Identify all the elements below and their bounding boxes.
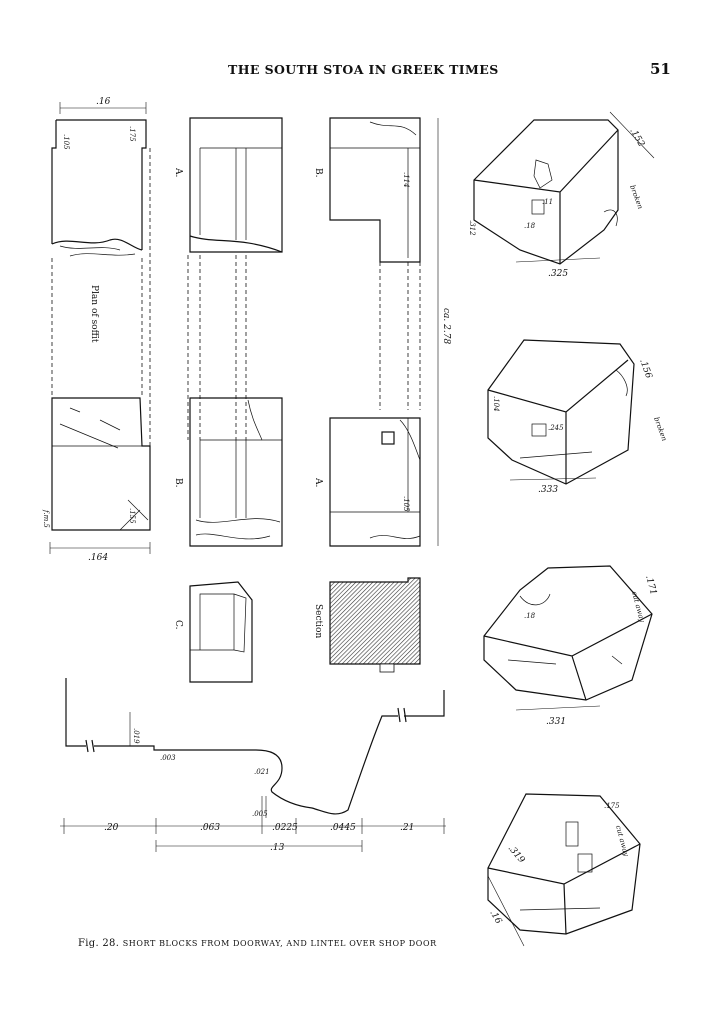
section-label: Section xyxy=(313,604,323,638)
lintel-top-width: .16 xyxy=(96,97,111,107)
running-head: THE SOUTH STOA IN GREEK TIMES 51 xyxy=(0,60,714,82)
dim-upper: .114 xyxy=(402,172,410,188)
block1-left: .312 xyxy=(468,220,476,236)
profile-small-bottom: .005 xyxy=(252,810,268,818)
block2-top: .156 xyxy=(637,358,653,381)
lintel-face-middle: A. B. xyxy=(173,117,283,547)
iso-block-2: .333 .156 broken .104 .245 xyxy=(487,339,668,495)
block1-bottom: .325 xyxy=(548,269,568,279)
block1-dim-a: .18 xyxy=(524,222,536,230)
page-number: 51 xyxy=(650,60,671,78)
profile-dim-4: .0445 xyxy=(330,823,356,833)
overall-length: ca. 2.78 xyxy=(441,308,451,344)
face-b-label: B. xyxy=(173,478,183,488)
profile-overall: .13 xyxy=(270,843,285,853)
lintel-bottom-left-small: f.m.5 xyxy=(42,509,50,528)
dim-lower: .105 xyxy=(402,496,410,512)
profile-dim-1: .20 xyxy=(104,823,119,833)
block1-side: broken xyxy=(628,184,644,211)
figure-number: Fig. 28. xyxy=(78,938,120,949)
block2-bottom: .333 xyxy=(538,485,558,495)
block3-side: cut away xyxy=(630,590,646,624)
block1-dim-b: .11 xyxy=(542,198,553,206)
block1-top: .152 xyxy=(627,127,646,150)
profile-height: .019 xyxy=(132,728,140,744)
block4-top: .175 xyxy=(604,802,620,810)
profile-curve: .021 xyxy=(254,768,270,776)
lintel-bottom-right-small: .155 xyxy=(128,508,136,524)
lintel-section: Section xyxy=(313,577,421,673)
moulding-profile: .019 .003 .021 .005 .20 .063 .0225 .0445… xyxy=(60,678,446,853)
face-b-top-label: B. xyxy=(313,168,323,178)
lintel-face-c: C. xyxy=(173,581,253,683)
lintel-plan-soffit: .16 .105 .175 Plan of soffit .164 f.m.5 … xyxy=(42,97,151,563)
block2-dim-a: .245 xyxy=(548,424,564,432)
block3-top: .171 xyxy=(643,574,658,596)
block3-bottom: .331 xyxy=(546,717,566,727)
running-title: THE SOUTH STOA IN GREEK TIMES xyxy=(228,62,499,77)
lintel-face-right: B. .114 ca. 2.78 A. .105 xyxy=(313,117,451,547)
block3-left: .18 xyxy=(524,612,536,620)
block2-side: broken xyxy=(652,416,668,443)
profile-small-left: .003 xyxy=(160,754,176,762)
profile-dim-2: .063 xyxy=(200,823,220,833)
block4-left: .16 xyxy=(487,909,503,927)
lintel-left-small: .105 xyxy=(62,134,70,150)
face-a-label: A. xyxy=(173,167,183,177)
figure-caption-text: Short blocks from doorway, and lintel ov… xyxy=(122,939,437,948)
lintel-right-small: .175 xyxy=(128,126,136,142)
iso-block-1: .325 .152 broken .312 .18 .11 xyxy=(468,111,655,279)
block2-left: .104 xyxy=(492,396,500,412)
iso-block-4: .16 .319 cut away .175 xyxy=(487,793,641,947)
profile-dim-5: .21 xyxy=(400,823,414,833)
block4-bottom: .319 xyxy=(506,844,527,866)
face-a-bottom-label: A. xyxy=(313,477,323,487)
plan-soffit-label: Plan of soffit xyxy=(89,285,99,343)
lintel-bottom-width: .164 xyxy=(88,553,108,563)
iso-block-3: .331 .171 cut away .18 xyxy=(483,565,658,727)
face-c-label: C. xyxy=(173,620,183,630)
profile-dim-3: .0225 xyxy=(272,823,298,833)
figure-caption: Fig. 28. Short blocks from doorway, and … xyxy=(78,938,437,949)
